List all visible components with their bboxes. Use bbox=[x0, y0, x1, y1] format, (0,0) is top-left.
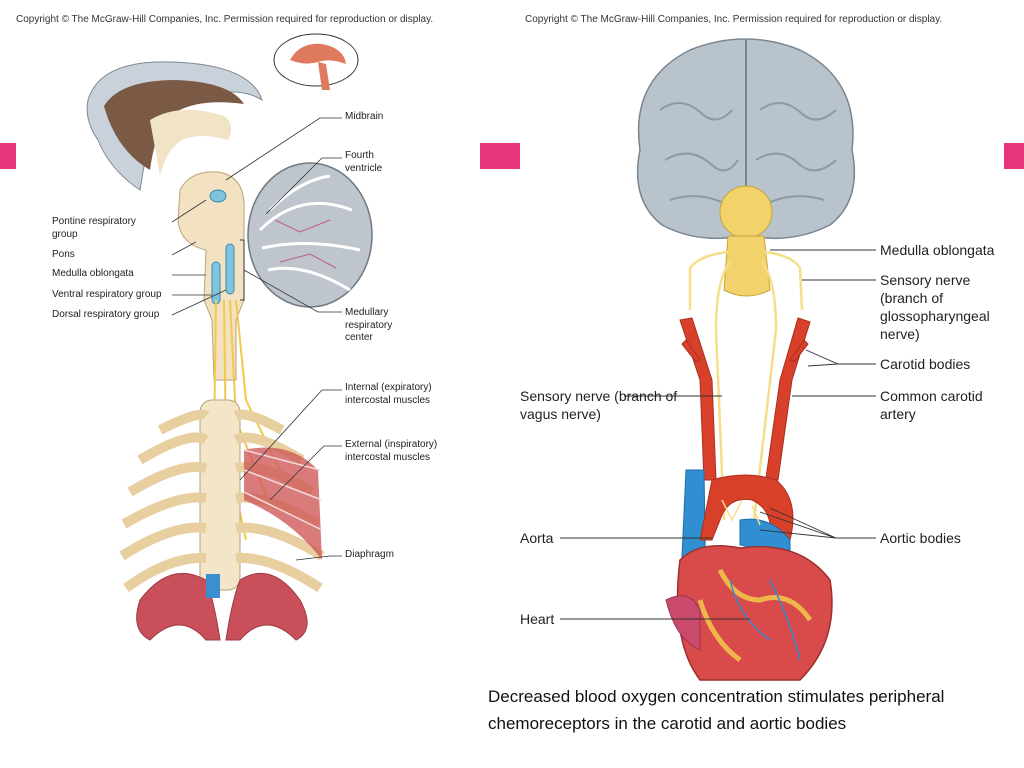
rib-cage bbox=[119, 399, 325, 593]
label-medulla-oblongata-left: Medulla oblongata bbox=[52, 268, 134, 279]
label-sensory-nerve-vagus: Sensory nerve (branch of vagus nerve) bbox=[520, 388, 678, 422]
ventral-group-marker bbox=[211, 261, 221, 305]
accent-tab-right bbox=[1004, 143, 1024, 169]
heart bbox=[676, 545, 833, 681]
brain-orientation-icon bbox=[273, 33, 359, 90]
cerebellum bbox=[247, 162, 373, 308]
accent-tab-left bbox=[0, 143, 16, 169]
slide-caption: Decreased blood oxygen concentration sti… bbox=[488, 687, 945, 733]
label-dorsal-respiratory-group: Dorsal respiratory group bbox=[52, 309, 160, 320]
label-medullary-respiratory-center: Medullary respiratory center bbox=[345, 307, 393, 343]
respiratory-center-diagram bbox=[86, 33, 373, 641]
label-fourth-ventricle: Fourth ventricle bbox=[345, 150, 383, 174]
label-diaphragm: Diaphragm bbox=[345, 549, 394, 560]
pontine-group-marker bbox=[209, 189, 227, 203]
sensory-nerves bbox=[688, 250, 804, 521]
diaphragm-muscle bbox=[136, 572, 308, 641]
brain bbox=[636, 38, 856, 240]
label-midbrain: Midbrain bbox=[345, 111, 384, 122]
label-internal-intercostal: Internal (expiratory) intercostal muscle… bbox=[345, 382, 432, 406]
label-pontine-respiratory-group: Pontine respiratory group bbox=[52, 216, 136, 240]
right-leader-lines bbox=[560, 249, 876, 620]
label-sensory-nerve-glossopharyngeal: Sensory nerve (branch of glossopharyngea… bbox=[880, 272, 990, 342]
accent-tab-middle bbox=[480, 143, 520, 169]
medulla-oblongata bbox=[723, 235, 771, 297]
copyright-left: Copyright © The McGraw-Hill Companies, I… bbox=[16, 14, 434, 25]
label-ventral-respiratory-group: Ventral respiratory group bbox=[52, 289, 162, 300]
label-external-intercostal: External (inspiratory) intercostal muscl… bbox=[345, 439, 438, 463]
label-aortic-bodies: Aortic bodies bbox=[880, 530, 961, 546]
copyright-right: Copyright © The McGraw-Hill Companies, I… bbox=[525, 14, 943, 25]
left-leader-lines bbox=[171, 117, 342, 561]
label-heart: Heart bbox=[520, 611, 555, 627]
brainstem bbox=[177, 171, 245, 381]
chemoreceptor-diagram bbox=[560, 38, 876, 681]
carotid-arteries bbox=[679, 317, 811, 481]
label-aorta: Aorta bbox=[520, 530, 554, 546]
dorsal-group-marker bbox=[225, 243, 235, 295]
label-pons: Pons bbox=[52, 249, 75, 260]
label-medulla-oblongata-right: Medulla oblongata bbox=[880, 242, 995, 258]
label-carotid-bodies: Carotid bodies bbox=[880, 356, 971, 372]
label-common-carotid-artery: Common carotid artery bbox=[880, 388, 983, 422]
